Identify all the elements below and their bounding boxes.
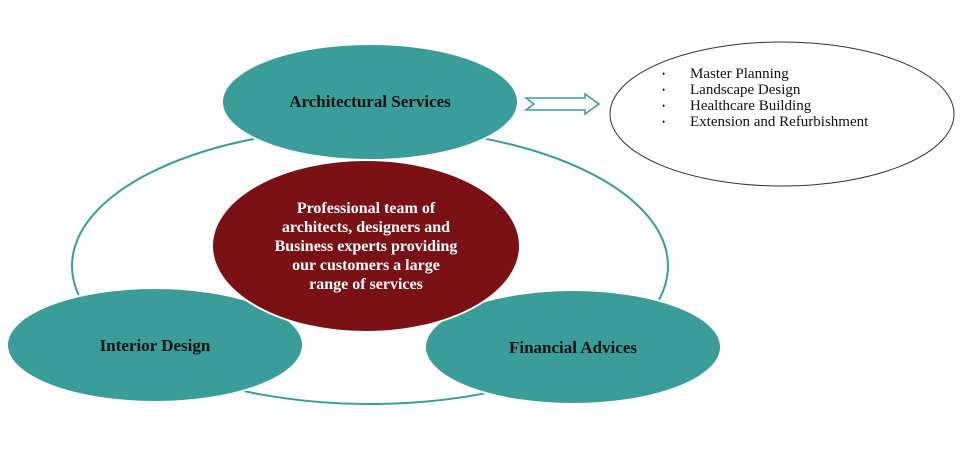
financial-advices-label: Financial Advices bbox=[509, 338, 637, 357]
list-item: • Master Planning bbox=[662, 66, 868, 82]
list-item-label: Landscape Design bbox=[690, 82, 801, 98]
list-item: • Extension and Refurbishment bbox=[662, 114, 868, 130]
interior-design-label: Interior Design bbox=[99, 336, 211, 355]
center-label-line: architects, designers and bbox=[281, 218, 451, 236]
list-item: • Landscape Design bbox=[662, 82, 868, 98]
bullet-icon: • bbox=[662, 69, 666, 79]
double-arrow-icon bbox=[523, 92, 601, 116]
center-label-line: Business experts providing bbox=[274, 237, 458, 255]
interior-design-node bbox=[6, 287, 304, 403]
bullet-icon: • bbox=[662, 101, 666, 111]
center-node bbox=[211, 159, 521, 333]
services-callout bbox=[609, 41, 955, 187]
list-item-label: Healthcare Building bbox=[690, 98, 812, 114]
center-label-line: our customers a large bbox=[292, 256, 440, 274]
bullet-icon: • bbox=[662, 85, 666, 95]
center-label-line: Professional team of bbox=[296, 199, 436, 217]
list-item: • Healthcare Building bbox=[662, 98, 868, 114]
list-item-label: Master Planning bbox=[690, 66, 789, 82]
center-label-block: Professional team of architects, designe… bbox=[275, 199, 458, 294]
center-label-line: range of services bbox=[309, 275, 423, 293]
services-list: • Master Planning • Landscape Design • H… bbox=[662, 66, 868, 130]
bullet-icon: • bbox=[662, 117, 666, 127]
list-item-label: Extension and Refurbishment bbox=[690, 114, 869, 130]
architectural-services-label: Architectural Services bbox=[289, 92, 451, 111]
financial-advices-node bbox=[424, 289, 722, 405]
center-node-label: Professional team of architects, designe… bbox=[228, 190, 504, 302]
